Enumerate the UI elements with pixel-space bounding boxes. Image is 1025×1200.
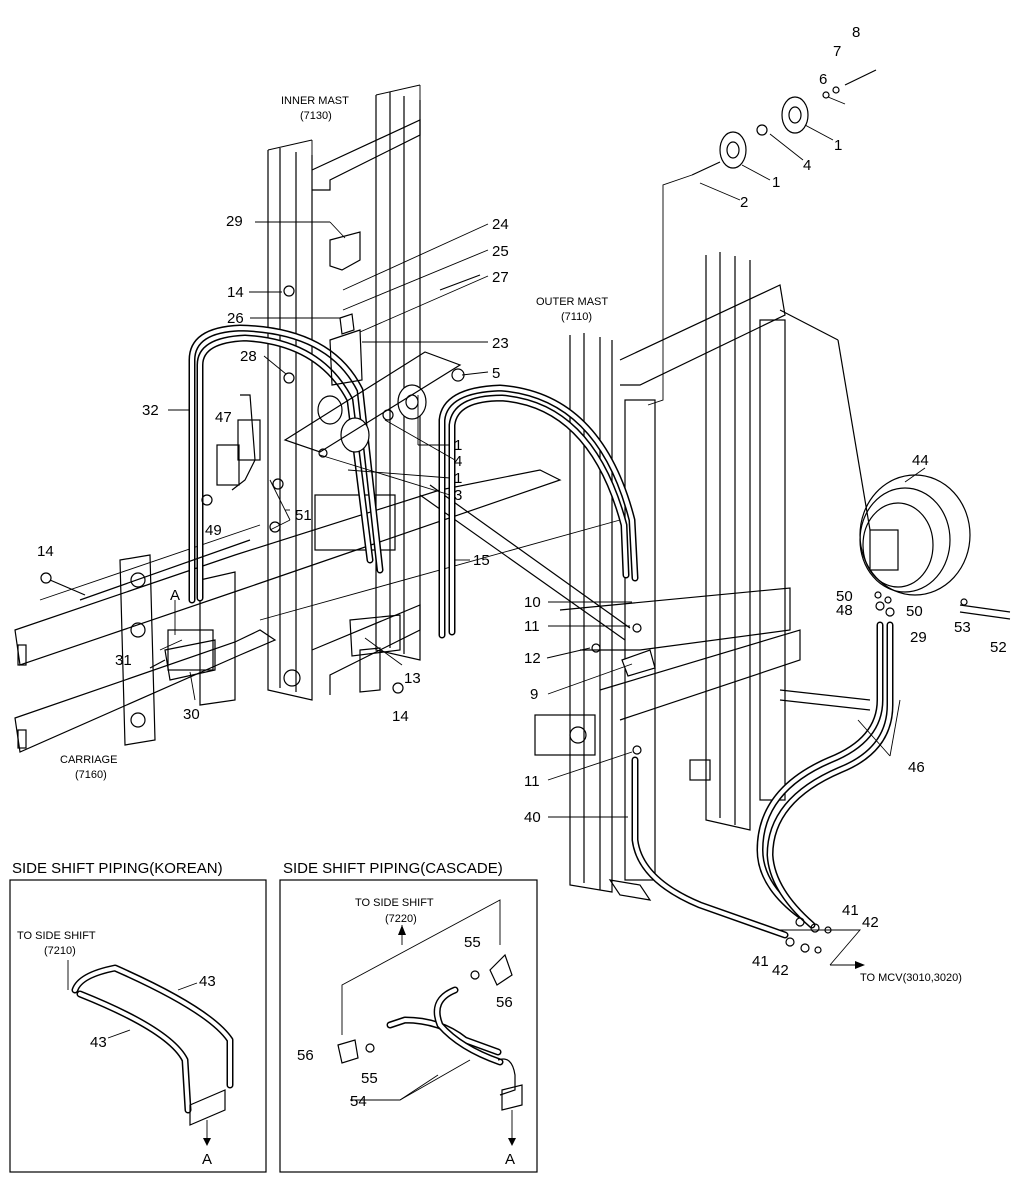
callout-14: 14	[392, 708, 409, 725]
callout-12: 12	[524, 650, 541, 667]
bolts	[40, 539, 251, 601]
callout-1: 1	[834, 137, 842, 154]
panel-korean-to-code: (7210)	[44, 945, 76, 957]
sheaves	[317, 69, 877, 458]
callout-46: 46	[908, 759, 925, 776]
panel-cascade-to-code: (7220)	[385, 913, 417, 925]
callout-25: 25	[492, 243, 509, 260]
callout-50: 50	[906, 603, 923, 620]
callout-30: 30	[183, 706, 200, 723]
callout-4: 4	[454, 453, 462, 470]
callout-54: 54	[350, 1093, 367, 1110]
carriage-label: CARRIAGE	[60, 754, 117, 766]
callout-55: 55	[464, 934, 481, 951]
callout-42: 42	[862, 914, 879, 931]
block-9	[591, 623, 711, 781]
callout-43: 43	[199, 973, 216, 990]
panel-cascade-title: SIDE SHIFT PIPING(CASCADE)	[283, 860, 503, 877]
callout-26: 26	[227, 310, 244, 327]
fittings-mcv	[780, 917, 865, 969]
hose-15	[438, 384, 639, 639]
callout-28: 28	[240, 348, 257, 365]
panel-korean-to-label: TO SIDE SHIFT	[17, 930, 96, 942]
carriage-code: (7160)	[75, 769, 107, 781]
callout-43: 43	[90, 1034, 107, 1051]
bracket-23	[283, 231, 462, 453]
callout-14: 14	[37, 543, 54, 560]
callout-51: 51	[295, 507, 312, 524]
outer-mast-label: OUTER MAST	[536, 296, 608, 308]
callout-32: 32	[142, 402, 159, 419]
callout-10: 10	[524, 594, 541, 611]
callout-29: 29	[910, 629, 927, 646]
panel-korean: SIDE SHIFT PIPING(KOREAN) TO SIDE SHIFT …	[9, 860, 267, 1173]
callout-29: 29	[226, 213, 243, 230]
callout-1: 1	[454, 470, 462, 487]
callout-48: 48	[836, 602, 853, 619]
callout-42: 42	[772, 962, 789, 979]
callout-A: A	[202, 1151, 212, 1168]
callout-53: 53	[954, 619, 971, 636]
callout-41: 41	[752, 953, 769, 970]
callout-14: 14	[227, 284, 244, 301]
callout-6: 6	[819, 71, 827, 88]
callout-55: 55	[361, 1070, 378, 1087]
callout-labels: 8 7 6 1 4 1 2 29 24 25 27 14 26 23 28 5 …	[37, 24, 1007, 979]
bracket-13	[349, 614, 404, 694]
callout-11: 11	[524, 773, 540, 790]
assembly-labels: INNER MAST (7130) OUTER MAST (7110) CARR…	[60, 95, 962, 984]
callout-15: 15	[473, 552, 490, 569]
callout-1: 1	[454, 437, 462, 454]
callout-56: 56	[496, 994, 513, 1011]
callout-3: 3	[454, 487, 462, 504]
callout-8: 8	[852, 24, 860, 41]
callout-1: 1	[772, 174, 780, 191]
fittings-reel	[874, 591, 968, 617]
callout-49: 49	[205, 522, 222, 539]
inner-mast-label: INNER MAST	[281, 95, 349, 107]
bracket-47	[201, 394, 284, 533]
callout-24: 24	[492, 216, 509, 233]
callout-A: A	[170, 587, 180, 604]
bracket-30	[149, 639, 216, 681]
leader-lines	[159, 96, 926, 818]
inner-mast	[267, 84, 421, 701]
panel-cascade-to-label: TO SIDE SHIFT	[355, 897, 434, 909]
panel-korean-title: SIDE SHIFT PIPING(KOREAN)	[12, 860, 223, 877]
hose-40	[631, 756, 789, 939]
callout-A: A	[505, 1151, 515, 1168]
callout-44: 44	[912, 452, 929, 469]
outer-mast-code: (7110)	[561, 311, 592, 323]
callout-7: 7	[833, 43, 841, 60]
carriage	[14, 469, 621, 753]
callout-56: 56	[297, 1047, 314, 1064]
callout-47: 47	[215, 409, 232, 426]
callout-4: 4	[803, 157, 811, 174]
outer-mast	[534, 252, 801, 901]
inner-mast-code: (7130)	[300, 110, 332, 122]
callout-50: 50	[836, 588, 853, 605]
callout-27: 27	[492, 269, 509, 286]
callout-13: 13	[404, 670, 421, 687]
callout-11: 11	[524, 618, 540, 635]
callout-52: 52	[990, 639, 1007, 656]
callout-40: 40	[524, 809, 541, 826]
to-mcv-label: TO MCV(3010,3020)	[860, 972, 962, 984]
callout-41: 41	[842, 902, 859, 919]
callout-23: 23	[492, 335, 509, 352]
hose-46	[756, 621, 894, 929]
callout-2: 2	[740, 194, 748, 211]
hose-32	[188, 324, 384, 604]
callout-5: 5	[492, 365, 500, 382]
callout-9: 9	[530, 686, 538, 703]
panel-cascade: SIDE SHIFT PIPING(CASCADE) TO SIDE SHIFT…	[279, 860, 538, 1173]
callout-31: 31	[115, 652, 132, 669]
hose-reel	[779, 309, 1011, 620]
